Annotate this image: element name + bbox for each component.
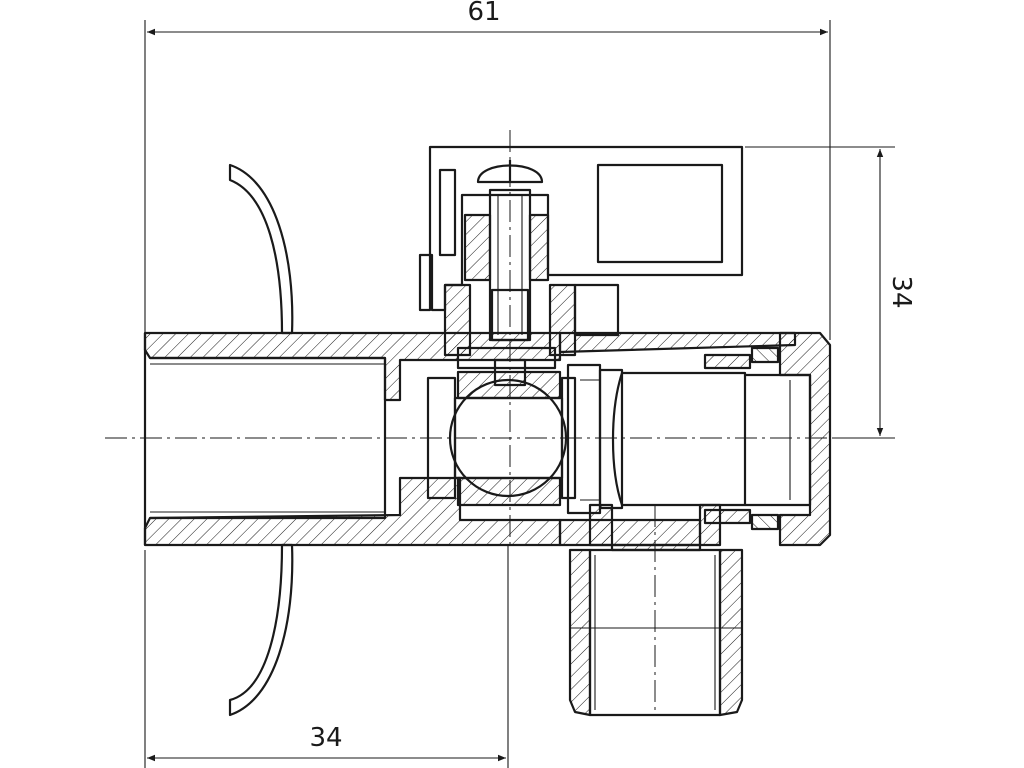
center-lines [105, 130, 880, 710]
ball [426, 358, 577, 507]
dimension-overall-width: 61 [144, 0, 831, 340]
dimension-label-34-vertical: 34 [886, 275, 916, 308]
escutcheon-flange [228, 163, 294, 717]
dimension-label-61: 61 [467, 0, 500, 27]
bottom-outlet [568, 503, 744, 717]
dimension-bottom-offset: 34 [144, 545, 509, 768]
dimension-right-height: 34 [745, 146, 916, 439]
lever-handle [418, 145, 744, 312]
valve-body [143, 331, 797, 547]
right-nut [703, 331, 832, 547]
stem-housing [443, 283, 620, 370]
dimension-label-34-horizontal: 34 [309, 723, 342, 753]
filter-insert [566, 363, 747, 515]
stem [463, 160, 550, 342]
